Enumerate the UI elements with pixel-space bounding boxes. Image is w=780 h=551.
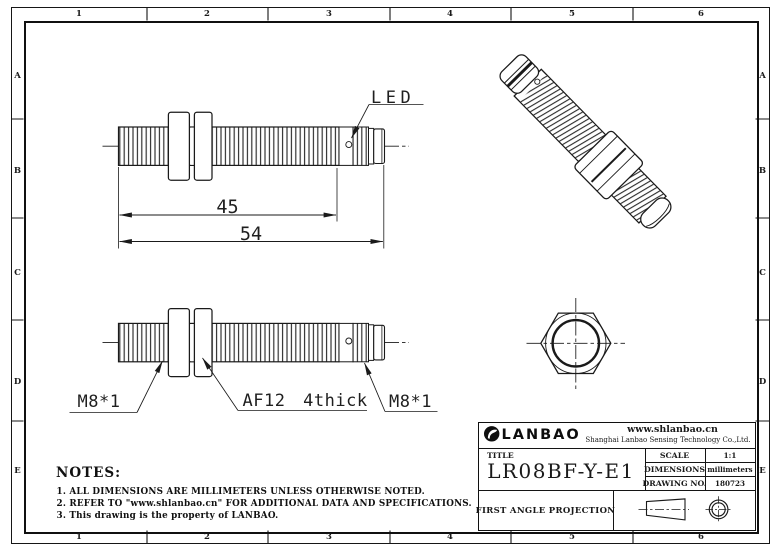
drawing-title: LR08BF-Y-E1 <box>487 458 635 483</box>
title-block-subhline-1 <box>645 461 756 463</box>
iso-nut <box>574 130 644 200</box>
dimensions-value: millimeters <box>707 464 753 474</box>
zone-col-6-top: 6 <box>698 9 704 19</box>
title-block-hline-1 <box>478 447 756 450</box>
drawing-no-value: 180723 <box>714 478 746 488</box>
zone-col-2-top: 2 <box>204 9 210 19</box>
nut-spec-label: AF12 4thick <box>242 390 368 411</box>
company-name: Shanghai Lanbao Sensing Technology Co.,L… <box>585 436 751 444</box>
company-website: www.shlanbao.cn <box>627 423 718 435</box>
frame-ticks <box>11 7 769 544</box>
projection-label: FIRST ANGLE PROJECTION <box>475 505 616 516</box>
isometric-view <box>499 54 672 229</box>
zone-row-e-left: E <box>14 465 21 476</box>
zone-row-e-right: E <box>759 465 766 476</box>
dimension-lines <box>118 165 385 249</box>
zone-col-4-top: 4 <box>447 9 453 19</box>
title-block-vline-3 <box>613 489 615 531</box>
zone-row-b-left: B <box>13 165 22 176</box>
zone-col-4-bottom: 4 <box>447 532 453 542</box>
note-item-3: 3. This drawing is the property of LANBA… <box>56 510 279 521</box>
projection-symbols <box>638 496 732 523</box>
zone-col-3-top: 3 <box>326 9 332 19</box>
sheet-inner-border <box>23 20 759 534</box>
zone-row-c-left: C <box>14 267 21 278</box>
zone-row-a-right: A <box>759 70 766 81</box>
zone-col-1-top: 1 <box>76 9 82 19</box>
zone-row-d-right: D <box>758 377 767 387</box>
zone-row-d-left: D <box>13 377 22 387</box>
dimensions-label: DIMENSIONS <box>644 464 705 474</box>
dimension-45-label: 45 <box>216 197 239 218</box>
zone-row-c-right: C <box>759 267 766 278</box>
title-block-subhline-2 <box>645 475 756 477</box>
scale-label: SCALE <box>659 450 690 460</box>
note-item-2: 2. REFER TO "www.shlanbao.cn" FOR ADDITI… <box>56 499 472 509</box>
zone-col-3-bottom: 3 <box>326 532 332 542</box>
notes-heading: NOTES: <box>56 464 122 481</box>
zone-col-1-bottom: 1 <box>76 532 82 542</box>
thread-spec-left-label: M8*1 <box>77 391 121 412</box>
sheet-outer-border <box>11 7 770 544</box>
zone-col-5-top: 5 <box>569 9 575 19</box>
title-block-hline-2 <box>478 489 756 491</box>
brand-name: LANBAO <box>501 426 581 443</box>
note-item-1: 1. ALL DIMENSIONS ARE MILLIMETERS UNLESS… <box>56 487 425 497</box>
title-block-vline-2 <box>704 447 706 490</box>
lanbao-logo-icon <box>484 426 500 442</box>
title-label: TITLE <box>487 450 514 460</box>
zone-col-5-bottom: 5 <box>569 532 575 542</box>
zone-row-b-right: B <box>758 165 767 176</box>
drawing-no-label: DRAWING NO. <box>642 478 707 488</box>
zone-col-6-bottom: 6 <box>698 532 704 542</box>
leader-lines <box>69 104 438 413</box>
hex-end-view <box>526 298 625 389</box>
zone-col-2-bottom: 2 <box>204 532 210 542</box>
dimension-54-label: 54 <box>239 223 263 245</box>
scale-value: 1:1 <box>723 450 737 460</box>
zone-row-a-left: A <box>14 70 21 81</box>
led-label: LED <box>371 87 416 108</box>
title-block-vline-1 <box>644 447 646 490</box>
thread-spec-right-label: M8*1 <box>389 392 432 412</box>
